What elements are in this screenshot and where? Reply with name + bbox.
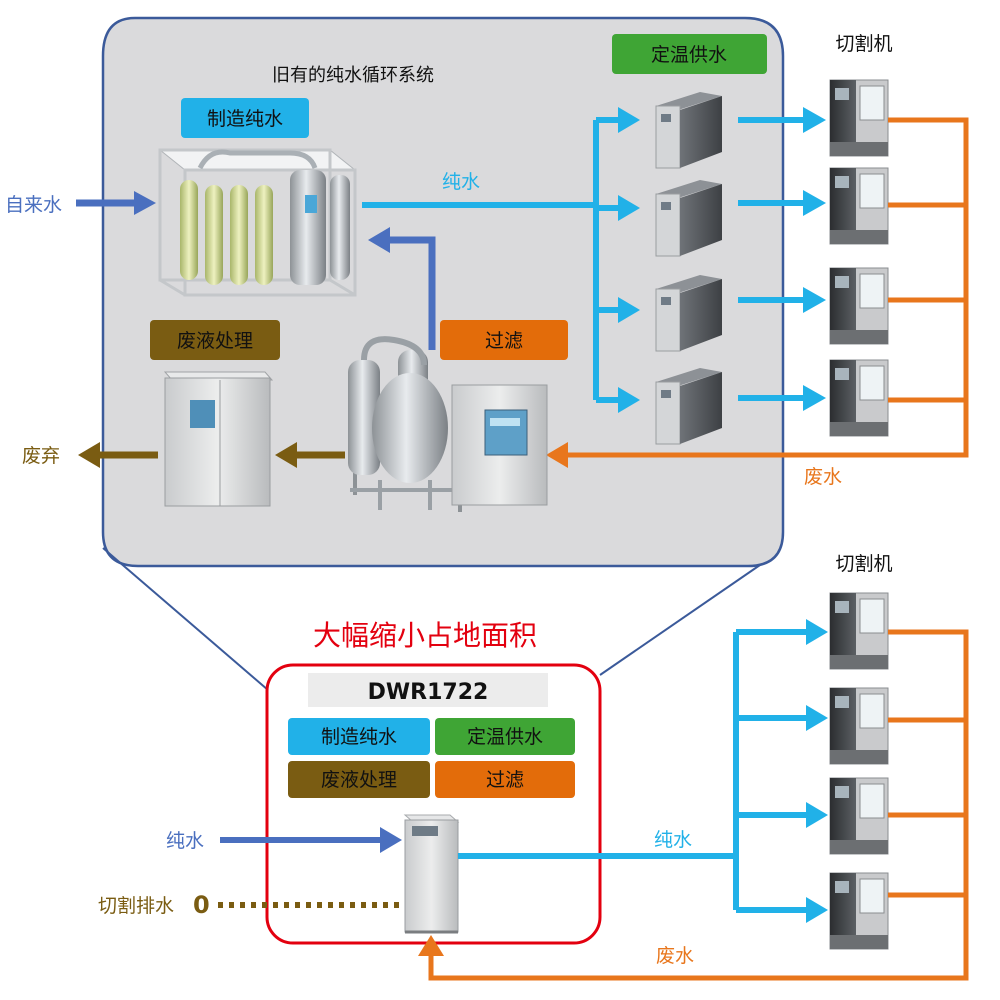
constant-temp-label-box-bottom: 定温供水 — [435, 718, 575, 755]
svg-text:过滤: 过滤 — [485, 330, 523, 352]
waste-water-arrowhead-bottom — [418, 935, 444, 956]
zoom-connector-left — [102, 547, 269, 691]
cutting-drain-label: 切割排水 — [98, 895, 174, 917]
pure-water-out-arrowheads — [806, 619, 828, 923]
filtered-return-arrow — [368, 227, 436, 350]
pure-water-in-arrow — [220, 827, 402, 853]
waste-water-return-top — [566, 117, 969, 458]
zoom-connector-right — [599, 564, 761, 676]
waste-water-label-bottom: 废水 — [656, 945, 694, 967]
svg-text:制造纯水: 制造纯水 — [321, 726, 397, 748]
constant-temp-units — [655, 92, 722, 445]
cutter-title-bottom: 切割机 — [835, 553, 892, 575]
cutter-top-4 — [829, 359, 889, 437]
cutter-top-2 — [829, 167, 889, 245]
svg-text:废液处理: 废液处理 — [321, 769, 397, 791]
cutter-bottom-2 — [829, 687, 889, 765]
discard-label: 废弃 — [22, 445, 60, 467]
waste-treatment-label-box-bottom: 废液处理 — [288, 761, 430, 798]
waste-treatment-label-box: 废液处理 — [150, 320, 280, 360]
pure-water-main-line — [362, 117, 620, 403]
constant-temp-unit-3 — [655, 275, 722, 352]
cutting-drain-zero-icon: 0 — [193, 891, 210, 919]
svg-text:过滤: 过滤 — [486, 769, 524, 791]
pure-water-maker-unit — [158, 148, 357, 297]
constant-temp-unit-1 — [655, 92, 722, 169]
old-system-title: 旧有的纯水循环系统 — [272, 65, 434, 86]
make-pure-water-label-box: 制造纯水 — [181, 98, 309, 138]
tap-water-arrow — [76, 191, 156, 215]
pure-water-in-label: 纯水 — [166, 830, 204, 852]
tap-water-label: 自来水 — [5, 194, 62, 216]
cutters-bottom — [829, 592, 889, 950]
cutters-top — [829, 79, 889, 437]
make-pure-water-label-box-bottom: 制造纯水 — [288, 718, 430, 755]
pure-water-branch-arrows — [618, 107, 640, 413]
cutter-bottom-1 — [829, 592, 889, 670]
pure-water-out-label: 纯水 — [654, 829, 692, 851]
constant-temp-label-box: 定温供水 — [612, 34, 767, 74]
headline-footprint-reduced: 大幅缩小占地面积 — [313, 619, 537, 652]
to-waste-treatment-arrow — [275, 442, 345, 468]
constant-temp-unit-2 — [655, 180, 722, 257]
svg-text:DWR1722: DWR1722 — [368, 680, 489, 705]
cutter-top-1 — [829, 79, 889, 157]
waste-water-return-bottom — [428, 629, 969, 981]
svg-text:制造纯水: 制造纯水 — [207, 108, 283, 130]
pure-water-label-top: 纯水 — [442, 171, 480, 193]
cutter-title-top: 切割机 — [835, 33, 892, 55]
svg-text:定温供水: 定温供水 — [467, 726, 543, 748]
svg-text:定温供水: 定温供水 — [651, 44, 727, 66]
cutter-bottom-4 — [829, 872, 889, 950]
cutter-bottom-3 — [829, 777, 889, 855]
supply-to-cutter-arrows — [738, 107, 826, 411]
filter-label-box: 过滤 — [440, 320, 568, 360]
pure-water-out-line — [458, 629, 808, 913]
svg-text:废液处理: 废液处理 — [177, 330, 253, 352]
model-name-banner: DWR1722 — [308, 673, 548, 707]
filter-label-box-bottom: 过滤 — [435, 761, 575, 798]
discard-arrow — [78, 442, 158, 468]
constant-temp-unit-4 — [655, 368, 722, 445]
cutter-top-3 — [829, 267, 889, 345]
waste-treatment-cabinet — [163, 371, 274, 507]
filter-unit — [348, 336, 548, 512]
waste-water-label-top: 废水 — [804, 466, 842, 488]
waste-water-arrowhead-top — [546, 442, 568, 468]
dwr1722-unit — [403, 814, 460, 934]
